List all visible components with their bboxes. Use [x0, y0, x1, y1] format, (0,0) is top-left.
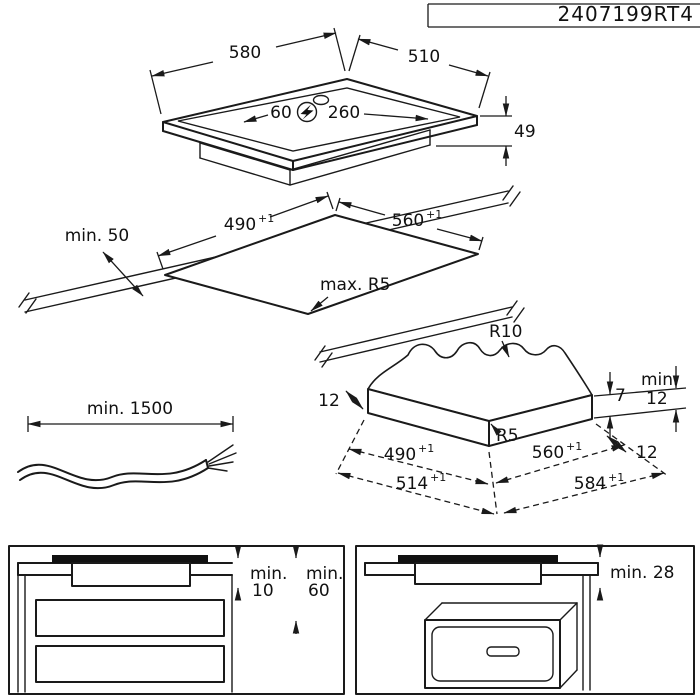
overlap-right-label: 12	[636, 443, 658, 463]
drawer-view-frame	[8, 545, 345, 695]
cable-length-label: min. 1500	[87, 399, 173, 419]
worktop-corner-surface	[367, 342, 593, 422]
hob-side-profile	[52, 555, 208, 563]
cutout-depth-tolerance: +1	[426, 208, 442, 221]
worktop-cutout-view: 490 +1 560 +1 min. 50 max. R5	[18, 185, 525, 368]
dim-cutout-depth: 560 +1	[335, 197, 484, 251]
hob-isometric-view: 580 510 49 60 260	[149, 27, 536, 186]
dim-cutout-radius: max. R5	[310, 275, 390, 312]
built-in-oven	[424, 602, 578, 689]
hob-width-label: 580	[229, 43, 261, 63]
cable-position-dim: 60 260	[243, 94, 429, 123]
oven-door	[431, 626, 554, 682]
gap1-word-label: min.	[250, 564, 287, 584]
corner-cutout-width-tolerance: +1	[418, 442, 434, 455]
corner-cutout-depth-label: 560	[532, 443, 564, 463]
drawing-number-block: 2407199RT4	[427, 2, 700, 28]
cable-right-label: 260	[328, 103, 360, 123]
oven-view-frame	[355, 545, 695, 695]
overall-width-label: 514	[396, 474, 428, 494]
cable-gland-hole	[312, 94, 330, 106]
dim-hob-depth: 510	[348, 34, 491, 109]
corner-radius-detail: R10 R5 12 7 min. 12 12 490 +1 560 +1	[318, 322, 687, 515]
corner-cutout-width-label: 490	[384, 445, 416, 465]
overall-depth-label: 584	[574, 474, 606, 494]
rim-height-label: 7	[615, 386, 626, 406]
oven-gap-label: min. 28	[610, 563, 675, 583]
cutout-face-right	[488, 394, 593, 447]
gap2-value-label: 60	[308, 581, 330, 601]
hob-surface	[162, 78, 478, 162]
clearance-word-label: min.	[641, 370, 678, 390]
cutout-width-label: 490	[224, 215, 256, 235]
top-radius-label: R10	[489, 322, 522, 342]
overall-depth-tolerance: +1	[608, 471, 624, 484]
hob-side-profile-2	[398, 555, 558, 563]
dim-hob-height: 49	[436, 96, 536, 166]
cable-left-label: 60	[270, 103, 292, 123]
dim-edge-clearance: min. 50	[65, 226, 144, 297]
overlap-left-label: 12	[318, 391, 340, 411]
corner-cutout-depth-tolerance: +1	[566, 440, 582, 453]
drawer-clearance-view: min. 10 min. 60	[8, 545, 345, 695]
hob-body-profile	[71, 562, 191, 587]
oven-handle	[486, 646, 520, 657]
cutout-width-tolerance: +1	[258, 212, 274, 225]
oven-clearance-view: min. 28	[355, 544, 695, 695]
hob-depth-label: 510	[408, 47, 440, 67]
inner-radius-label: R5	[496, 426, 519, 446]
dim-cutout-width: 490 +1	[156, 191, 334, 270]
gap1-value-label: 10	[252, 581, 274, 601]
cutout-outline	[164, 214, 479, 315]
mains-cable	[17, 444, 237, 490]
hob-body	[199, 129, 431, 186]
hob-height-label: 49	[514, 122, 536, 142]
cutout-depth-label: 560	[392, 211, 424, 231]
drawing-number: 2407199RT4	[558, 2, 694, 26]
hob-body-profile-2	[414, 562, 542, 585]
mains-cable-detail: min. 1500	[17, 399, 237, 490]
dim-hob-width: 580	[149, 27, 346, 115]
edge-clearance-label: min. 50	[65, 226, 130, 246]
hob-glass-frame	[177, 87, 461, 152]
cutout-radius-label: max. R5	[320, 275, 390, 295]
clearance-value-label: 12	[646, 389, 668, 409]
overall-width-tolerance: +1	[430, 471, 446, 484]
drawer-front-lower	[35, 645, 225, 683]
oven-front	[424, 619, 561, 689]
gap2-word-label: min.	[306, 564, 343, 584]
worktop-edge-lines-front	[314, 300, 525, 368]
drawer-front-upper	[35, 599, 225, 637]
power-icon	[296, 101, 318, 123]
